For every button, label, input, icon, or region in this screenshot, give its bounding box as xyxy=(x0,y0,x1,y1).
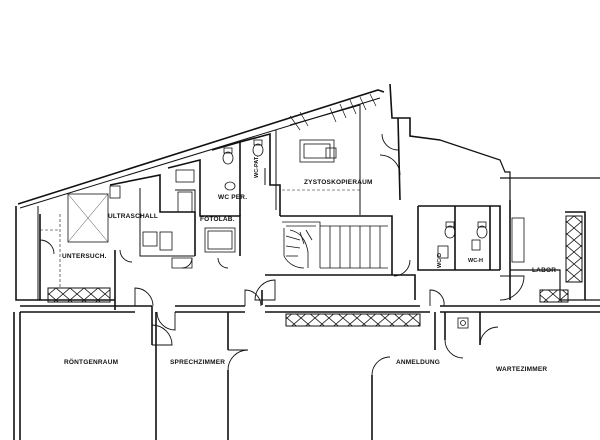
fixtures xyxy=(67,139,525,329)
label-fotolab: FOTOLAB. xyxy=(200,216,235,223)
label-labor: LABOR xyxy=(532,267,556,274)
label-untersuch: UNTERSUCH. xyxy=(62,253,107,260)
label-wartezimmer: WARTEZIMMER xyxy=(496,366,547,373)
staircase xyxy=(282,221,388,269)
label-wc-d: WC-D xyxy=(437,253,443,268)
label-sprechzimmer: SPRECHZIMMER xyxy=(170,359,225,366)
label-roentgenraum: RÖNTGENRAUM xyxy=(64,357,118,366)
label-zystoskopieraum: ZYSTOSKOPIERAUM xyxy=(304,179,373,186)
label-anmeldung: ANMELDUNG xyxy=(396,359,440,366)
hatched-counters xyxy=(47,215,583,327)
partitions xyxy=(40,189,360,288)
label-wc-pat: WC-PAT. xyxy=(254,155,260,178)
upper-steps xyxy=(289,93,377,131)
room-labels: ULTRASCHALL UNTERSUCH. FOTOLAB. WC PER. … xyxy=(62,155,556,373)
label-wc-per: WC PER. xyxy=(218,194,247,201)
walls xyxy=(13,83,600,440)
label-ultraschall: ULTRASCHALL xyxy=(108,213,158,220)
label-wc-h: WC-H xyxy=(468,258,483,264)
doors xyxy=(39,133,525,376)
